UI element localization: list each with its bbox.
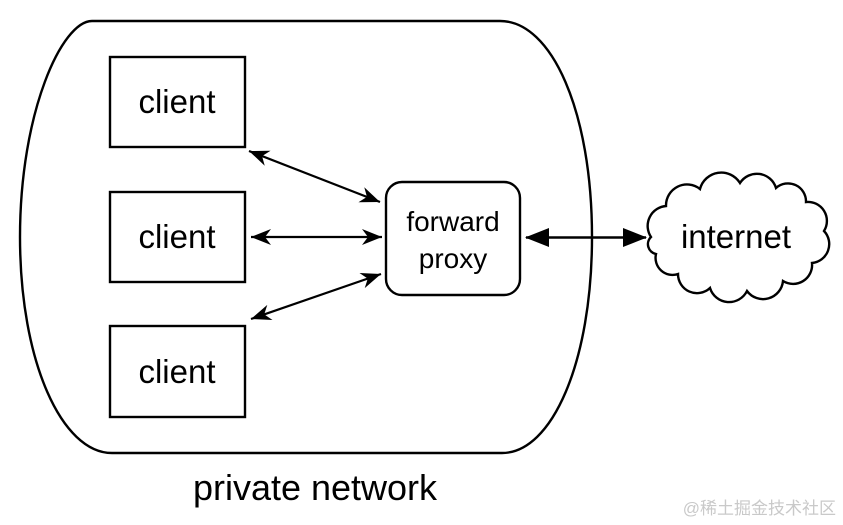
client-box-1 [108, 55, 247, 149]
private-network-label: private network [193, 467, 438, 508]
internet-label: internet [681, 218, 791, 255]
forward-proxy-box [384, 180, 522, 297]
watermark-text: @稀土掘金技术社区 [683, 499, 836, 518]
arrow-client1-proxy [248, 149, 381, 204]
client-box-2 [108, 190, 247, 284]
forward-proxy-label-line2: proxy [419, 243, 487, 274]
internet-cloud [646, 171, 831, 304]
forward-proxy-label-line1: forward [406, 206, 499, 237]
client-label-3: client [138, 353, 215, 390]
arrow-client3-proxy [250, 272, 382, 321]
client-label-2: client [138, 218, 215, 255]
client-label-1: client [138, 83, 215, 120]
client-box-3 [108, 324, 247, 419]
